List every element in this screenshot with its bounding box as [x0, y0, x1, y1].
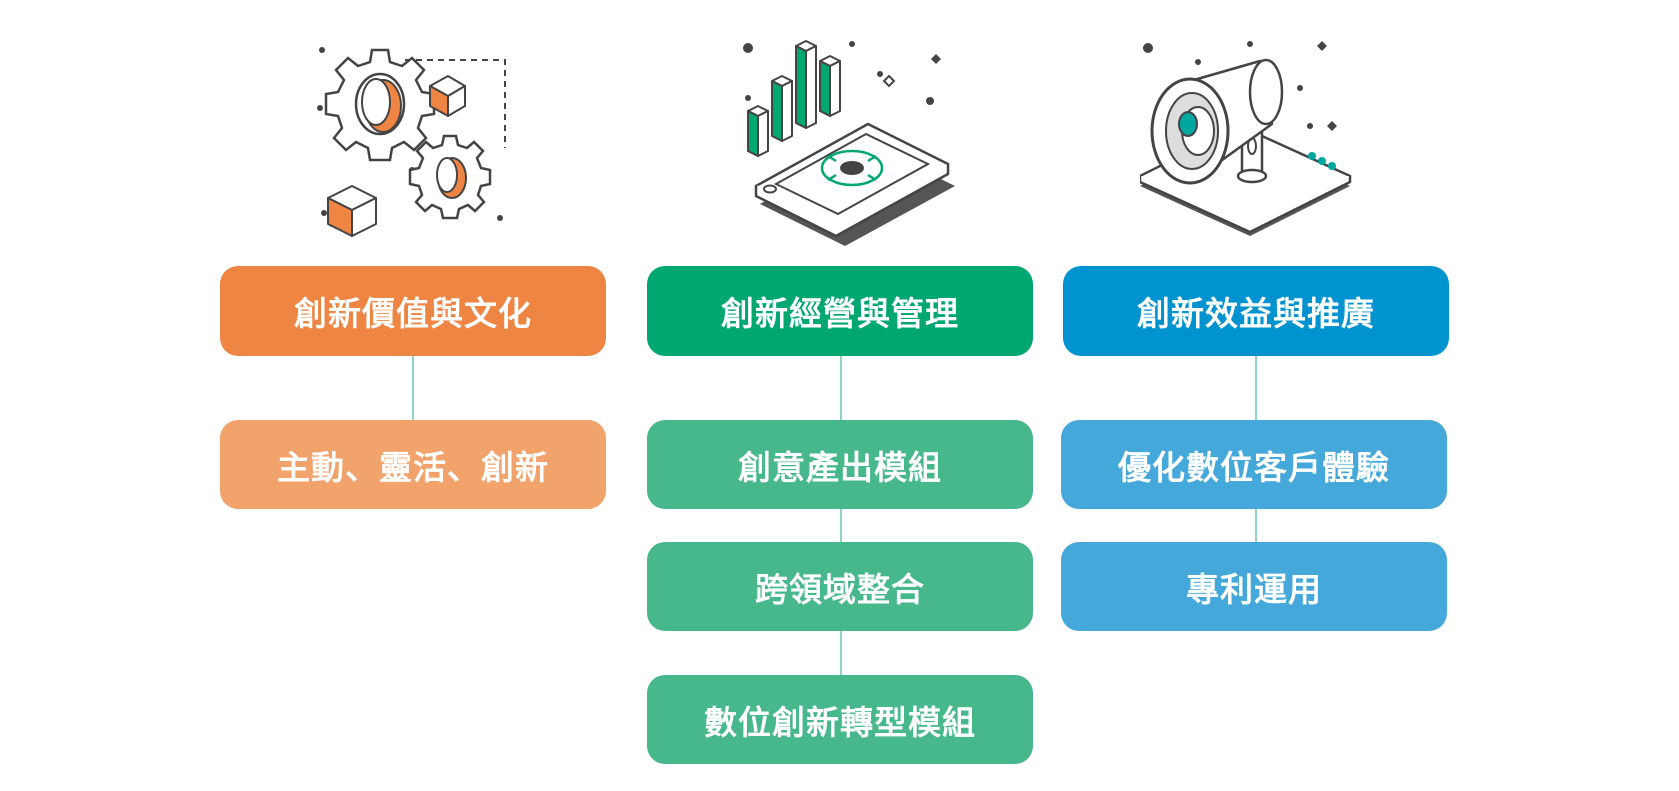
gears-icon — [317, 47, 506, 237]
header-innovation-value-culture: 創新價值與文化 — [220, 266, 606, 356]
megaphone-icon — [1140, 41, 1352, 236]
item-creative-output-module: 創意產出模組 — [647, 420, 1033, 509]
item-cross-domain-integration: 跨領域整合 — [647, 542, 1033, 631]
item-proactive-agile-innovative: 主動、靈活、創新 — [220, 420, 606, 509]
item-digital-transformation-module: 數位創新轉型模組 — [647, 675, 1033, 764]
item-digital-customer-experience: 優化數位客戶體驗 — [1061, 420, 1447, 509]
connector — [412, 356, 414, 420]
item-patent-utilization: 專利運用 — [1061, 542, 1447, 631]
connector — [1255, 356, 1257, 420]
header-innovation-operation-management: 創新經營與管理 — [647, 266, 1033, 356]
connector — [840, 631, 842, 675]
connector — [840, 509, 842, 542]
header-innovation-benefit-promotion: 創新效益與推廣 — [1063, 266, 1449, 356]
connector — [1255, 509, 1257, 542]
connector — [840, 356, 842, 420]
phone-chart-icon — [743, 40, 955, 246]
